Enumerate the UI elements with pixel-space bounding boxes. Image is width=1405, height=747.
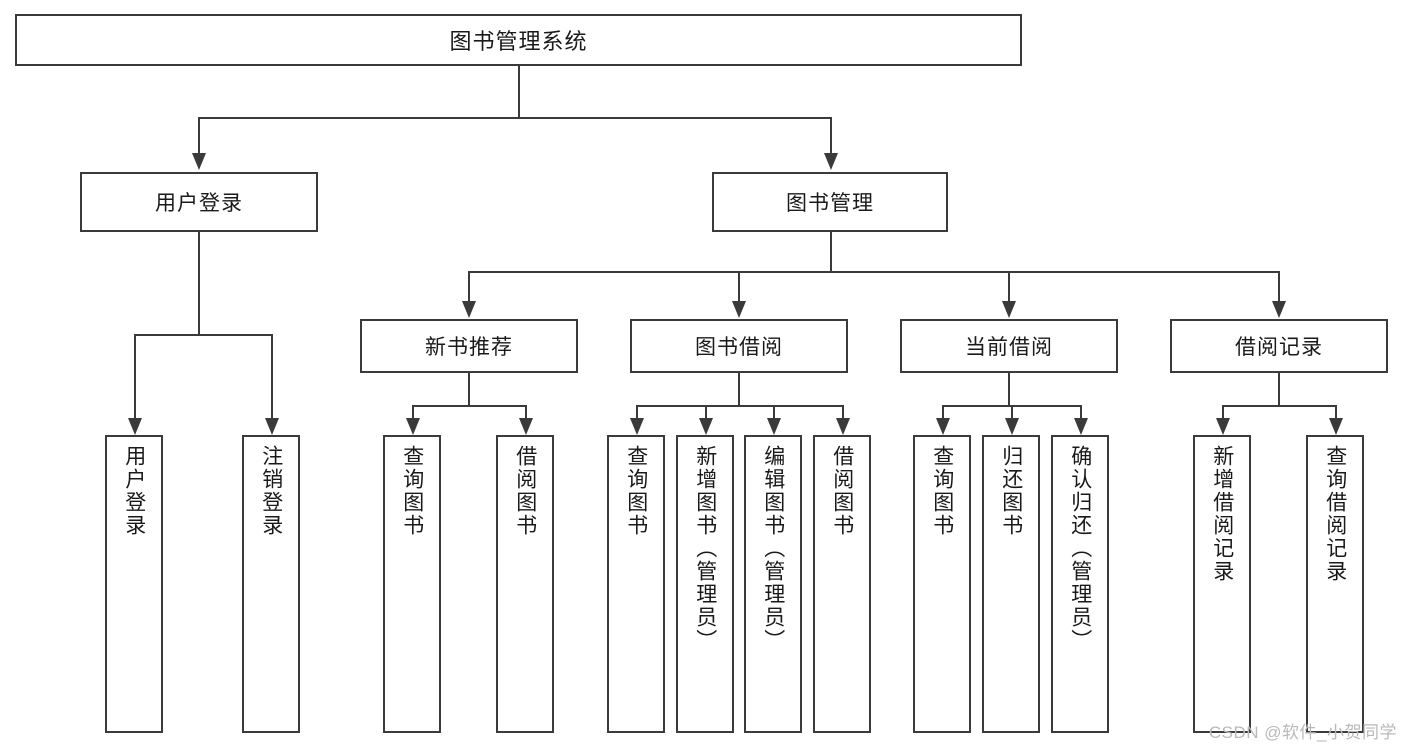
node-new-book-recommend[interactable]: 新书推荐 [360,319,578,373]
leaf-label: 归还图书 [999,445,1023,537]
edge-book-borrow-drop-1 [636,405,638,420]
leaf-label: 借阅图书 [830,445,854,537]
edge-book-manage-bus [468,271,1280,273]
node-label: 图书借阅 [695,336,783,359]
leaf-label: 新增借阅记录 [1210,445,1234,583]
edge-to-book-manage [830,117,832,155]
leaf-borrow-query-book[interactable]: 查询图书 [607,435,665,733]
leaf-borrow-add-book[interactable]: 新增图书（管理员） [676,435,734,733]
arrow-to-book-manage [824,153,838,170]
edge-borrow-record-stem [1278,373,1280,406]
edge-new-book-drop-1 [412,405,414,420]
arrow-current-borrow-leaf-1 [936,418,950,435]
edge-book-manage-drop-4 [1278,271,1280,303]
arrow-borrow-record-leaf-1 [1216,418,1230,435]
leaf-new-book-query[interactable]: 查询图书 [383,435,441,733]
arrow-to-new-book-recommend [462,301,476,318]
arrow-book-borrow-leaf-3 [767,418,781,435]
arrow-book-borrow-leaf-2 [699,418,713,435]
node-borrow-record[interactable]: 借阅记录 [1170,319,1388,373]
edge-book-manage-stem [830,232,832,272]
node-label: 新书推荐 [425,336,513,359]
edge-book-manage-drop-1 [468,271,470,303]
edge-root-stem [518,66,520,118]
edge-root-bus [198,117,832,119]
leaf-new-book-borrow[interactable]: 借阅图书 [496,435,554,733]
edge-user-login-drop-1 [134,334,136,420]
leaf-label: 编辑图书（管理员） [761,445,785,652]
node-label: 图书管理 [786,192,874,215]
node-book-manage[interactable]: 图书管理 [712,172,948,232]
arrow-book-borrow-leaf-4 [836,418,850,435]
leaf-borrow-borrow-book[interactable]: 借阅图书 [813,435,871,733]
leaf-label: 新增图书（管理员） [693,445,717,652]
edge-borrow-record-bus [1222,405,1336,407]
node-label: 借阅记录 [1235,336,1323,359]
node-user-login[interactable]: 用户登录 [80,172,318,232]
leaf-current-confirm-return[interactable]: 确认归还（管理员） [1051,435,1109,733]
arrow-current-borrow-leaf-3 [1074,418,1088,435]
leaf-label: 查询图书 [624,445,648,537]
edge-book-borrow-drop-4 [842,405,844,420]
node-label: 当前借阅 [965,336,1053,359]
arrow-new-book-leaf-2 [519,418,533,435]
watermark: CSDN @软件_小贺同学 [1208,723,1397,742]
arrow-to-user-login [192,153,206,170]
leaf-user-logout[interactable]: 注销登录 [242,435,300,733]
arrow-to-borrow-record [1272,301,1286,318]
node-current-borrow[interactable]: 当前借阅 [900,319,1118,373]
edge-user-login-bus [134,334,272,336]
edge-current-borrow-stem [1008,373,1010,406]
leaf-current-query-book[interactable]: 查询图书 [913,435,971,733]
leaf-label: 查询图书 [930,445,954,537]
leaf-label: 用户登录 [122,445,146,537]
leaf-label: 查询借阅记录 [1323,445,1347,583]
arrow-user-login-leaf-1 [128,418,142,435]
leaf-label: 注销登录 [259,445,283,537]
edge-user-login-drop-2 [271,334,273,420]
leaf-record-add[interactable]: 新增借阅记录 [1193,435,1251,733]
edge-to-user-login [198,117,200,155]
leaf-user-login[interactable]: 用户登录 [105,435,163,733]
edge-book-borrow-drop-2 [705,405,707,420]
node-label: 用户登录 [155,192,243,215]
leaf-label: 借阅图书 [513,445,537,537]
edge-book-manage-drop-3 [1008,271,1010,303]
leaf-label: 查询图书 [400,445,424,537]
edge-current-borrow-drop-2 [1011,405,1013,420]
arrow-book-borrow-leaf-1 [630,418,644,435]
arrow-to-book-borrow [732,301,746,318]
leaf-label: 确认归还（管理员） [1068,445,1092,652]
edge-new-book-bus [412,405,526,407]
node-book-borrow[interactable]: 图书借阅 [630,319,848,373]
leaf-record-query[interactable]: 查询借阅记录 [1306,435,1364,733]
arrow-to-current-borrow [1002,301,1016,318]
edge-current-borrow-drop-1 [942,405,944,420]
arrow-current-borrow-leaf-2 [1005,418,1019,435]
leaf-borrow-edit-book[interactable]: 编辑图书（管理员） [744,435,802,733]
arrow-borrow-record-leaf-2 [1329,418,1343,435]
node-label: 图书管理系统 [449,29,588,54]
edge-book-borrow-bus [636,405,844,407]
edge-book-borrow-stem [738,373,740,406]
arrow-user-login-leaf-2 [265,418,279,435]
edge-current-borrow-drop-3 [1080,405,1082,420]
leaf-current-return-book[interactable]: 归还图书 [982,435,1040,733]
arrow-new-book-leaf-1 [406,418,420,435]
edge-borrow-record-drop-1 [1222,405,1224,420]
edge-book-borrow-drop-3 [773,405,775,420]
edge-borrow-record-drop-2 [1335,405,1337,420]
node-root-system[interactable]: 图书管理系统 [15,14,1022,66]
edge-book-manage-drop-2 [738,271,740,303]
edge-new-book-drop-2 [525,405,527,420]
edge-new-book-stem [468,373,470,406]
edge-user-login-stem [198,232,200,335]
